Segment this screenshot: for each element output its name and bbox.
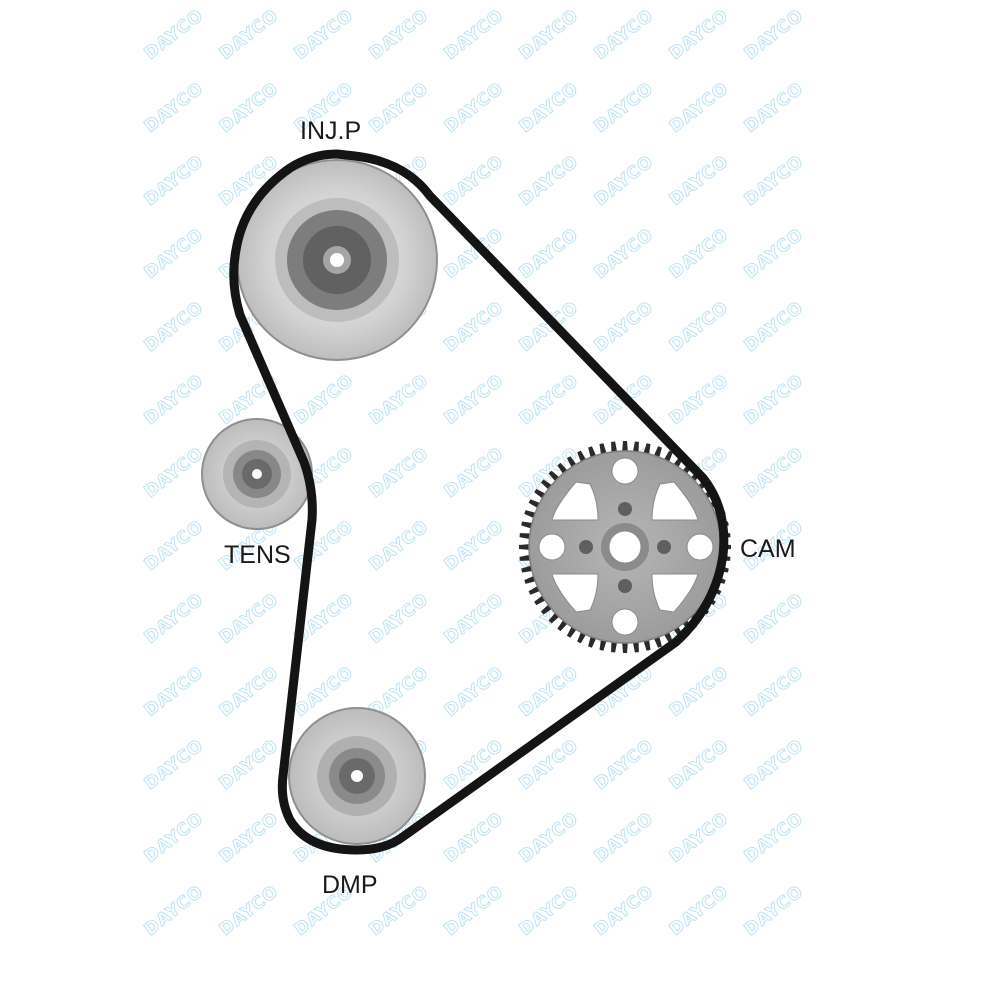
sprocket-tooth xyxy=(622,641,628,653)
watermark-text: DAYCO xyxy=(141,882,208,940)
watermark-text: DAYCO xyxy=(516,371,583,429)
watermark-text: DAYCO xyxy=(516,152,583,210)
tensioner-pulley xyxy=(201,418,313,530)
watermark-text: DAYCO xyxy=(666,736,733,794)
watermark-text: DAYCO xyxy=(741,590,808,648)
watermark-text: DAYCO xyxy=(666,882,733,940)
timing-belt xyxy=(229,149,729,855)
watermark-text: DAYCO xyxy=(141,517,208,575)
watermark-text: DAYCO xyxy=(216,809,283,867)
sprocket-tooth xyxy=(519,544,531,550)
watermark-text: DAYCO xyxy=(141,371,208,429)
watermark-text: DAYCO xyxy=(741,809,808,867)
label-tensioner: TENS xyxy=(224,541,291,569)
watermark-text: DAYCO xyxy=(666,371,733,429)
watermark-text: DAYCO xyxy=(441,517,508,575)
watermark-text: DAYCO xyxy=(366,6,433,64)
watermark-text: DAYCO xyxy=(141,809,208,867)
watermark-text: DAYCO xyxy=(441,298,508,356)
watermark-text: DAYCO xyxy=(741,882,808,940)
watermark-text: DAYCO xyxy=(591,152,658,210)
label-injection-pump: INJ.P xyxy=(300,117,361,145)
watermark-text: DAYCO xyxy=(441,882,508,940)
watermark-text: DAYCO xyxy=(741,371,808,429)
watermark-text: DAYCO xyxy=(666,809,733,867)
watermark-text: DAYCO xyxy=(141,298,208,356)
watermark-text: DAYCO xyxy=(441,809,508,867)
watermark-text: DAYCO xyxy=(141,225,208,283)
label-camshaft: CAM xyxy=(740,535,796,563)
watermark-text: DAYCO xyxy=(741,79,808,137)
watermark-text: DAYCO xyxy=(741,298,808,356)
watermark-text: DAYCO xyxy=(666,6,733,64)
watermark-text: DAYCO xyxy=(366,371,433,429)
watermark-text: DAYCO xyxy=(516,79,583,137)
watermark-text: DAYCO xyxy=(591,6,658,64)
watermark-text: DAYCO xyxy=(441,152,508,210)
watermark-text: DAYCO xyxy=(216,736,283,794)
watermark-text: DAYCO xyxy=(666,152,733,210)
watermark-text: DAYCO xyxy=(591,298,658,356)
watermark-text: DAYCO xyxy=(141,6,208,64)
watermark-text: DAYCO xyxy=(366,590,433,648)
watermark-text: DAYCO xyxy=(441,79,508,137)
watermark-text: DAYCO xyxy=(591,809,658,867)
watermark-text: DAYCO xyxy=(441,590,508,648)
watermark-text: DAYCO xyxy=(666,79,733,137)
watermark-text: DAYCO xyxy=(741,663,808,721)
watermark-text: DAYCO xyxy=(291,517,358,575)
watermark-text: DAYCO xyxy=(741,225,808,283)
watermark-text: DAYCO xyxy=(516,809,583,867)
watermark-text: DAYCO xyxy=(441,371,508,429)
watermark-text: DAYCO xyxy=(141,736,208,794)
watermark-text: DAYCO xyxy=(291,6,358,64)
watermark-text: DAYCO xyxy=(666,298,733,356)
watermark-text: DAYCO xyxy=(141,663,208,721)
watermark-text: DAYCO xyxy=(741,152,808,210)
watermark-text: DAYCO xyxy=(741,6,808,64)
watermark-text: DAYCO xyxy=(366,444,433,502)
watermark-text: DAYCO xyxy=(591,736,658,794)
camshaft-sprocket-bolts xyxy=(579,502,671,593)
watermark-text: DAYCO xyxy=(441,225,508,283)
watermark-text: DAYCO xyxy=(516,882,583,940)
watermark-text: DAYCO xyxy=(516,225,583,283)
watermark-text: DAYCO xyxy=(666,663,733,721)
watermark-text: DAYCO xyxy=(216,882,283,940)
watermark-text: DAYCO xyxy=(216,79,283,137)
watermark-text: DAYCO xyxy=(141,152,208,210)
watermark-text: DAYCO xyxy=(141,444,208,502)
watermark-text: DAYCO xyxy=(441,444,508,502)
watermark-text: DAYCO xyxy=(741,736,808,794)
label-damper: DMP xyxy=(322,871,378,899)
watermark-text: DAYCO xyxy=(216,663,283,721)
camshaft-sprocket-windows xyxy=(551,481,699,613)
watermark-text: DAYCO xyxy=(366,79,433,137)
camshaft-sprocket xyxy=(519,441,731,653)
camshaft-sprocket-holes xyxy=(538,457,714,636)
watermark-text: DAYCO xyxy=(216,6,283,64)
watermark-text: DAYCO xyxy=(441,6,508,64)
watermark-text: DAYCO xyxy=(366,517,433,575)
watermark-text: DAYCO xyxy=(291,371,358,429)
sprocket-tooth xyxy=(622,441,628,453)
watermark-text: DAYCO xyxy=(591,225,658,283)
watermark-text: DAYCO xyxy=(516,6,583,64)
damper-pulley xyxy=(288,707,426,845)
watermark-text: DAYCO xyxy=(141,590,208,648)
watermark-text: DAYCO xyxy=(216,590,283,648)
watermark-text: DAYCO xyxy=(741,444,808,502)
watermark-text: DAYCO xyxy=(141,79,208,137)
watermark-text: DAYCO xyxy=(591,882,658,940)
watermark-text: DAYCO xyxy=(441,663,508,721)
watermark-text: DAYCO xyxy=(666,225,733,283)
watermark-text: DAYCO xyxy=(591,79,658,137)
